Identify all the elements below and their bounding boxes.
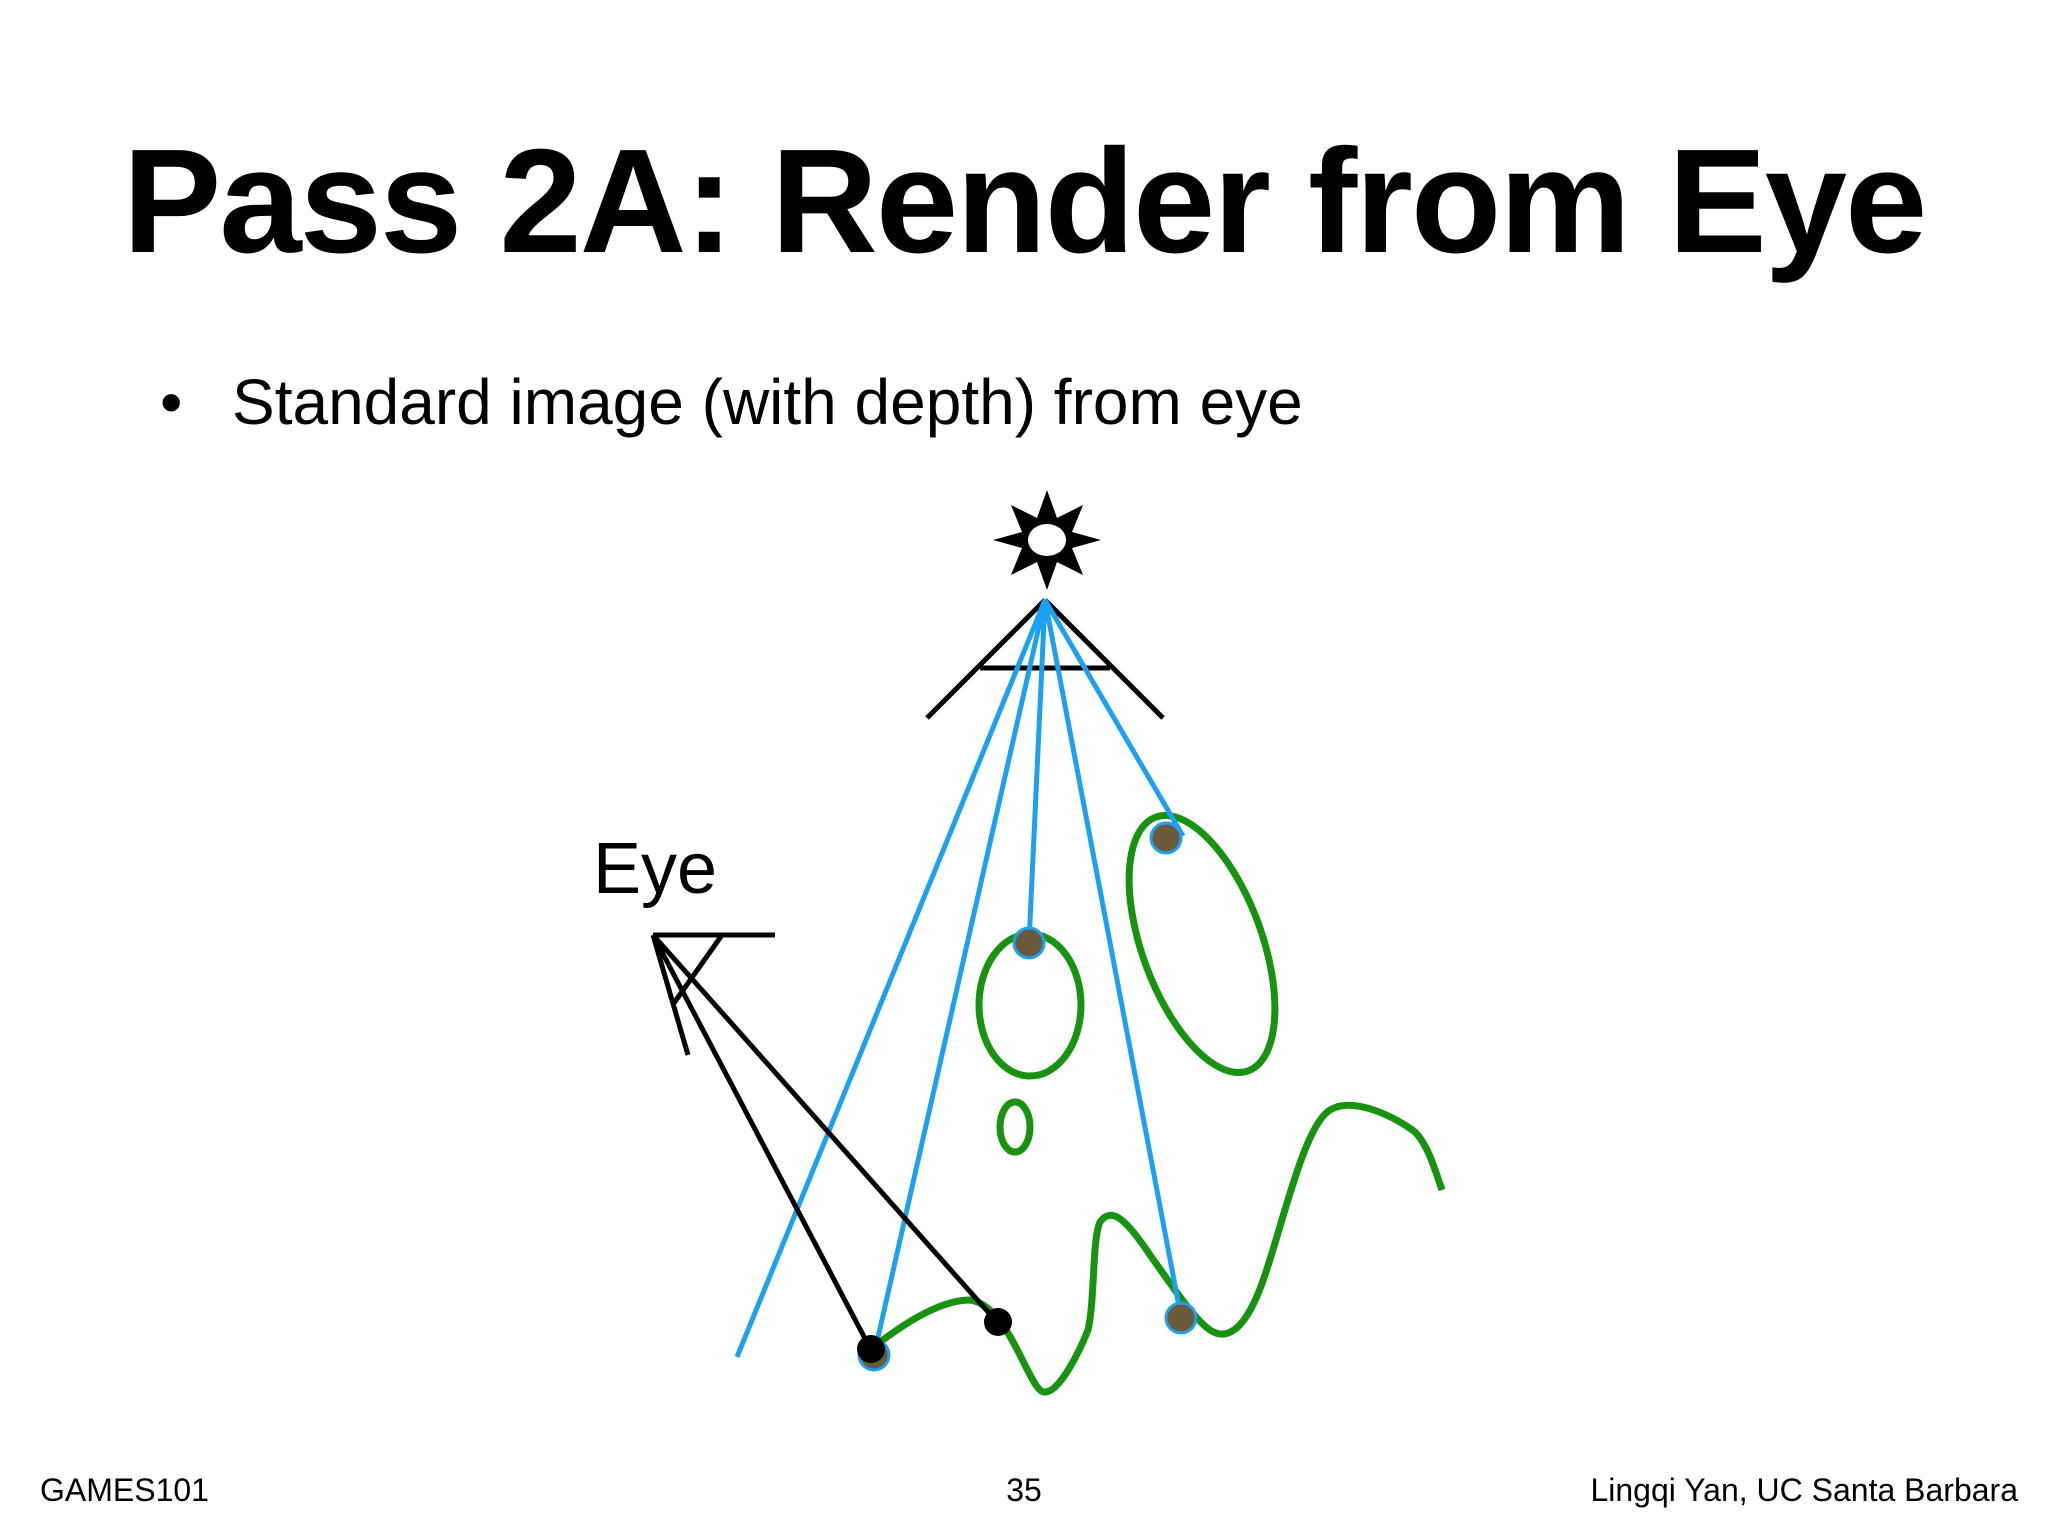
eye-visible-points: [857, 1308, 1012, 1363]
sample-point: [1164, 1301, 1198, 1335]
bullet-text: Standard image (with depth) from eye: [232, 366, 1303, 438]
sample-point: [1149, 821, 1183, 855]
eye-rays: [650, 933, 999, 1352]
light-camera-icon: [925, 598, 1165, 720]
sphere-tiny: [996, 1098, 1034, 1156]
ground-curve: [867, 1101, 1446, 1396]
slide-title: Pass 2A: Render from Eye: [122, 119, 1928, 284]
light-rays: [734, 598, 1186, 1358]
eye-label: Eye: [593, 829, 717, 909]
bullet-dot: •: [160, 366, 183, 438]
light-source-icon: [993, 490, 1101, 590]
scene-geometry: [867, 811, 1446, 1396]
shadow-map-points: [857, 821, 1198, 1372]
footer-author: Lingqi Yan, UC Santa Barbara: [1590, 1472, 2018, 1508]
bullet-item: •Standard image (with depth) from eye: [160, 370, 1303, 434]
ellipsoid-large: [1125, 811, 1279, 1077]
sample-point: [1012, 926, 1046, 960]
footer-page-number: 35: [1006, 1472, 1042, 1508]
eye-point: [984, 1308, 1012, 1336]
footer-course: GAMES101: [40, 1472, 209, 1508]
eye-point: [857, 1335, 885, 1363]
